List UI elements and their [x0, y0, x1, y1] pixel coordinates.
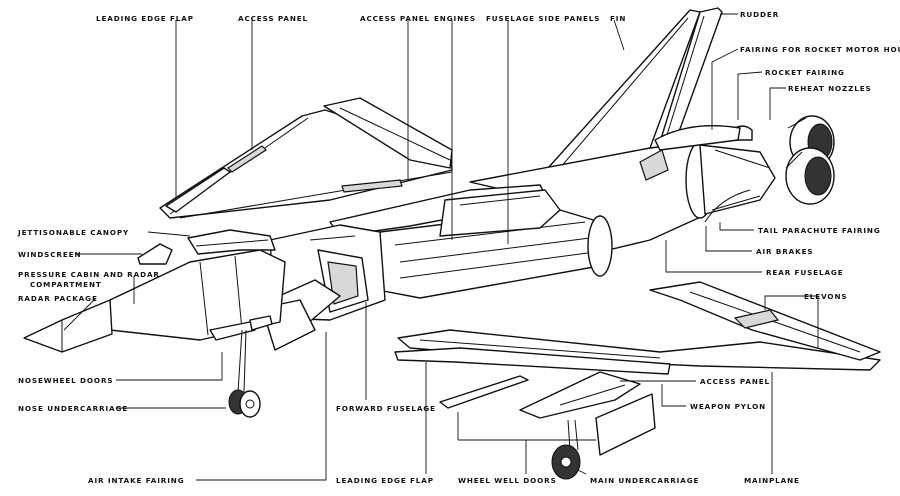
leading-edge-flap-bottom — [394, 347, 671, 375]
access-panel-top-mid — [341, 179, 403, 193]
label-pressure-cabin-2: COMPARTMENT — [30, 280, 102, 289]
label-windscreen: WINDSCREEN — [18, 250, 82, 259]
access-panel-top-left — [227, 145, 267, 173]
label-nose-undercarriage: NOSE UNDERCARRIAGE — [18, 404, 129, 413]
label-jettisonable-canopy: JETTISONABLE CANOPY — [18, 228, 130, 237]
label-mainplane: MAINPLANE — [744, 476, 800, 485]
label-wheel-well-doors: WHEEL WELL DOORS — [458, 476, 557, 485]
label-forward-fuselage: FORWARD FUSELAGE — [336, 404, 436, 413]
jettisonable-canopy — [187, 229, 276, 255]
wheel-well-door-2 — [595, 393, 656, 456]
label-access-panel-bottom: ACCESS PANEL — [700, 377, 771, 386]
label-reheat-nozzles: REHEAT NOZZLES — [788, 84, 872, 93]
reheat-nozzles — [785, 115, 835, 205]
main-undercarriage — [551, 419, 581, 480]
label-access-panel-top-mid: ACCESS PANEL — [360, 14, 431, 23]
air-brake — [639, 149, 669, 181]
windscreen-part — [137, 243, 173, 265]
label-air-brakes: AIR BRAKES — [756, 247, 814, 256]
label-rocket-fairing: ROCKET FAIRING — [765, 68, 845, 77]
label-tail-parachute-fairing: TAIL PARACHUTE FAIRING — [758, 226, 881, 235]
leading-edge-flap-top — [165, 167, 231, 213]
weapon-pylon — [519, 371, 641, 419]
label-leading-edge-flap-bottom: LEADING EDGE FLAP — [336, 476, 434, 485]
rocket-motor-fairing — [654, 125, 741, 151]
label-access-panel-top-left: ACCESS PANEL — [238, 14, 309, 23]
label-nosewheel-doors: NOSEWHEEL DOORS — [18, 376, 114, 385]
fuselage-side-panel — [439, 189, 561, 237]
label-leading-edge-flap-top: LEADING EDGE FLAP — [96, 14, 194, 23]
label-engines: ENGINES — [434, 14, 476, 23]
leader-lines — [63, 13, 819, 481]
label-fin: FIN — [610, 14, 627, 23]
label-fairing-rocket-motor: FAIRING FOR ROCKET MOTOR HOUSING — [740, 45, 900, 54]
label-air-intake-fairing: AIR INTAKE FAIRING — [88, 476, 185, 485]
label-weapon-pylon: WEAPON PYLON — [690, 402, 767, 411]
wheel-well-door-1 — [439, 375, 529, 409]
parachute-fairing-line — [704, 189, 751, 223]
label-elevons: ELEVONS — [804, 292, 848, 301]
label-rudder: RUDDER — [740, 10, 780, 19]
label-pressure-cabin-1: PRESSURE CABIN AND RADAR — [18, 270, 160, 279]
nose-undercarriage — [209, 315, 273, 418]
label-fuselage-side-panels: FUSELAGE SIDE PANELS — [486, 14, 601, 23]
label-radar-package: RADAR PACKAGE — [18, 294, 98, 303]
label-main-undercarriage: MAIN UNDERCARRIAGE — [590, 476, 700, 485]
tail-cone — [699, 144, 776, 215]
label-rear-fuselage: REAR FUSELAGE — [766, 268, 844, 277]
